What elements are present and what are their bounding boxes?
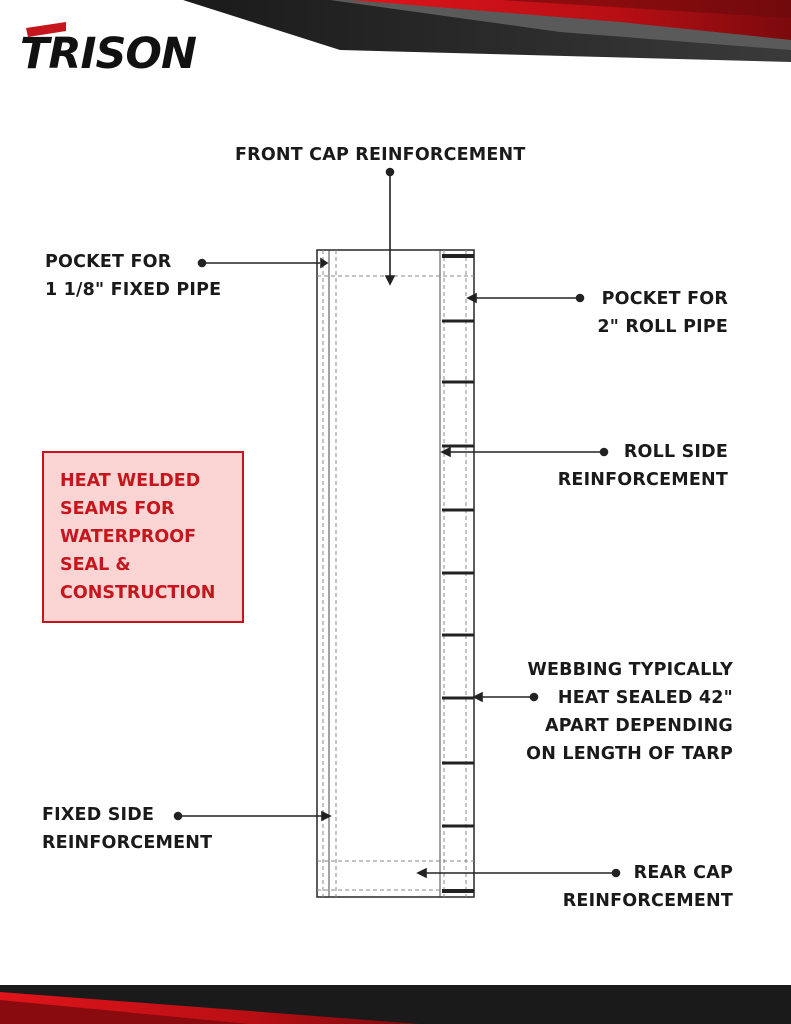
label-front-cap: FRONT CAP REINFORCEMENT xyxy=(235,145,526,165)
logo-swoosh xyxy=(26,22,66,37)
trison-logo: TRISON xyxy=(20,29,197,79)
tarp-outline xyxy=(316,249,475,898)
callout-text: HEAT WELDED SEAMS FOR WATERPROOF SEAL & … xyxy=(60,471,216,603)
webbing-straps xyxy=(442,319,474,828)
corner-bars xyxy=(442,254,474,893)
label-webbing: WEBBING TYPICALLY HEAT SEALED 42" APART … xyxy=(526,660,733,764)
label-rear-cap: REAR CAP REINFORCEMENT xyxy=(562,863,733,911)
label-roll-side: ROLL SIDE REINFORCEMENT xyxy=(557,442,728,490)
label-fixed-side: FIXED SIDE REINFORCEMENT xyxy=(42,805,213,853)
top-banner xyxy=(183,0,791,62)
label-roll-pipe-pocket: POCKET FOR 2" ROLL PIPE xyxy=(597,289,728,337)
label-fixed-pipe-pocket: POCKET FOR 1 1/8" FIXED PIPE xyxy=(45,252,222,300)
bottom-banner xyxy=(0,985,791,1024)
leader-lines xyxy=(173,167,621,879)
heat-welded-callout: HEAT WELDED SEAMS FOR WATERPROOF SEAL & … xyxy=(42,451,244,623)
